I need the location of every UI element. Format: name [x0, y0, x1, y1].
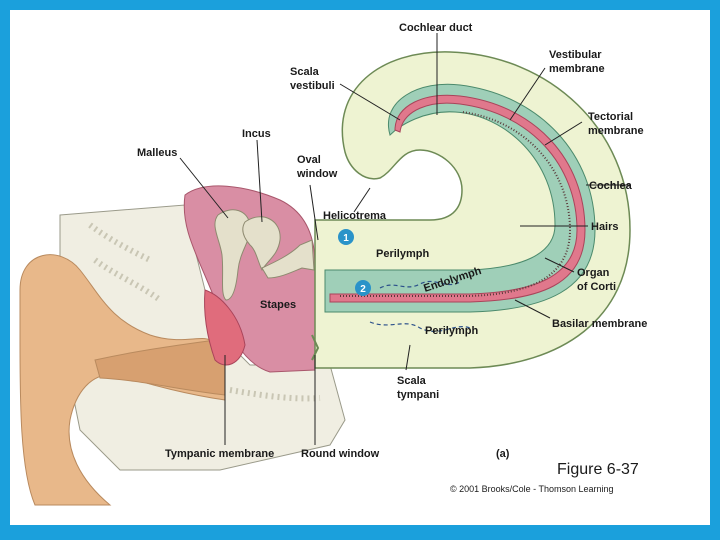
- label-round-window: Round window: [301, 448, 380, 460]
- label-scala-tympani-1: Scala: [397, 375, 427, 387]
- label-cochlea: Cochlea: [589, 180, 633, 192]
- marker-1: [338, 229, 354, 245]
- organ-of-corti-line: [340, 111, 572, 297]
- leader-incus: [256, 139, 263, 223]
- leader-helicotrema: [353, 187, 371, 213]
- label-vestibular-membrane-2: membrane: [549, 63, 605, 75]
- label-tectorial-membrane-2: membrane: [588, 125, 644, 137]
- label-cochlear-duct: Cochlear duct: [399, 22, 473, 34]
- label-perilymph-bottom: Perilymph: [425, 325, 478, 337]
- label-stapes: Stapes: [260, 299, 296, 311]
- label-scala-vestibuli-1: Scala: [290, 66, 320, 78]
- label-oval-window-2: window: [296, 168, 338, 180]
- leader-scala-tympani: [405, 344, 411, 371]
- outer-ear: [19, 254, 226, 506]
- label-malleus: Malleus: [137, 147, 177, 159]
- leader-malleus: [179, 157, 229, 219]
- leader-scala-vestibuli: [339, 83, 401, 121]
- leader-basilar-membrane: [514, 299, 551, 319]
- label-oval-window-1: Oval: [297, 154, 321, 166]
- label-hairs: Hairs: [591, 221, 619, 233]
- label-tympanic-membrane: Tympanic membrane: [165, 448, 274, 460]
- stapes: [261, 239, 315, 279]
- leader-oval-window: [309, 184, 319, 241]
- label-organ-of-corti-1: Organ: [577, 267, 610, 279]
- wave-path-bottom: [369, 321, 471, 332]
- leader-vestibular-membrane: [509, 67, 546, 121]
- label-organ-of-corti-2: of Corti: [577, 281, 616, 293]
- label-perilymph-top: Perilymph: [376, 248, 429, 260]
- label-basilar-membrane: Basilar membrane: [552, 318, 647, 330]
- bone-texture: [88, 222, 321, 402]
- label-scala-vestibuli-2: vestibuli: [290, 80, 335, 92]
- label-helicotrema: Helicotrema: [323, 210, 387, 222]
- label-vestibular-membrane-1: Vestibular: [549, 49, 602, 61]
- leader-tectorial-membrane: [544, 121, 583, 146]
- copyright-line: © 2001 Brooks/Cole - Thomson Learning: [450, 484, 614, 494]
- incus: [242, 216, 281, 272]
- label-incus: Incus: [242, 128, 271, 140]
- label-tectorial-membrane-1: Tectorial: [588, 111, 633, 123]
- marker-2-label: 2: [360, 284, 366, 295]
- label-panel-letter: (a): [496, 448, 510, 460]
- marker-2: [355, 280, 371, 296]
- marker-1-label: 1: [343, 233, 349, 244]
- label-scala-tympani-2: tympani: [397, 389, 439, 401]
- leader-organ-of-corti: [544, 257, 575, 273]
- tympanic-membrane: [204, 289, 246, 366]
- basilar-membrane: [329, 94, 586, 303]
- round-window: [311, 334, 320, 361]
- figure-title: Figure 6-37: [557, 461, 639, 478]
